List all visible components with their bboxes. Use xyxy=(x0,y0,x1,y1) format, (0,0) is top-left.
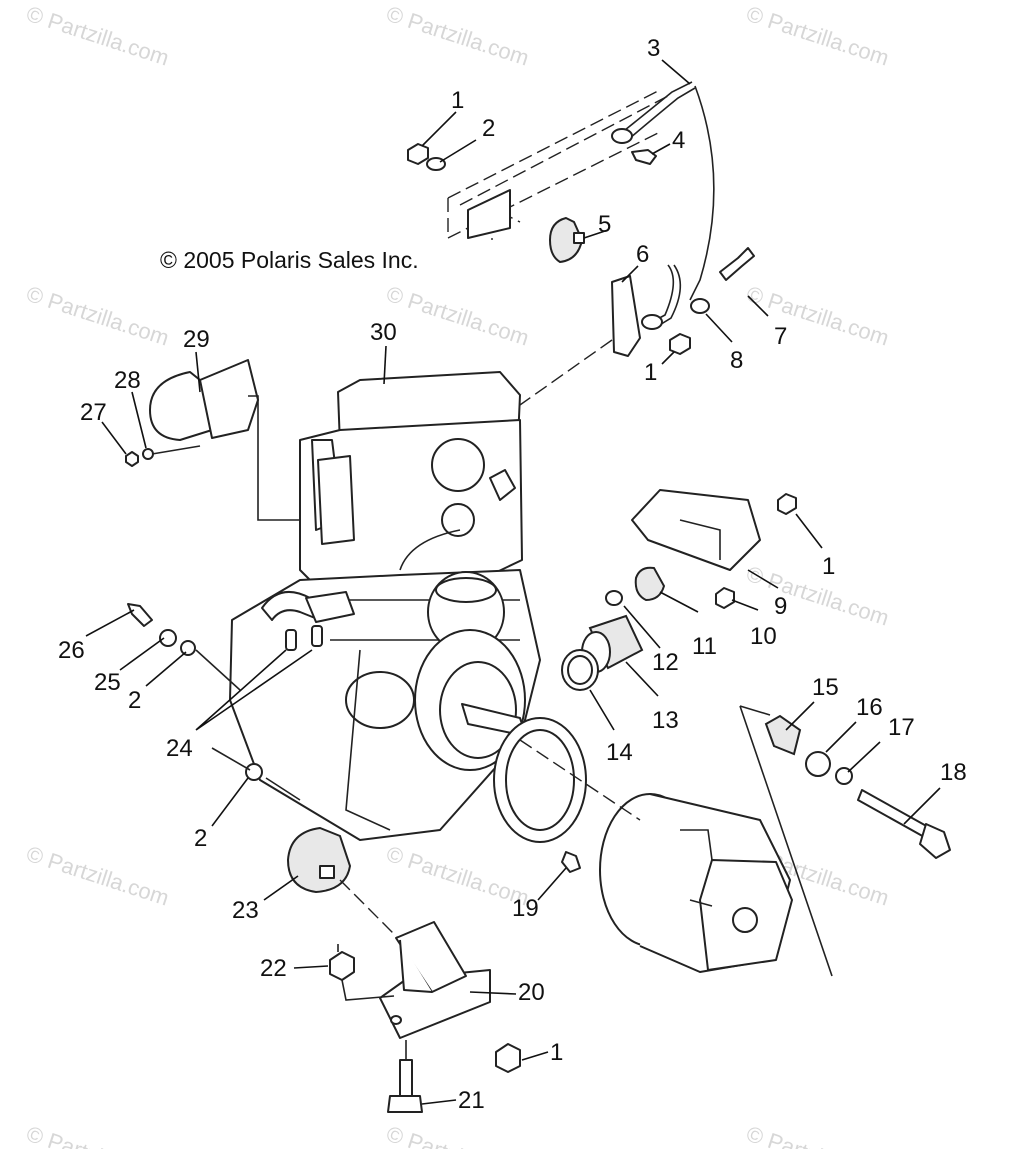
frame-rail-illustration xyxy=(447,89,669,240)
nut-10-shape xyxy=(715,587,735,609)
callout-4: 4 xyxy=(672,127,685,154)
nut-1-bottom-shape xyxy=(495,1043,521,1073)
gasket-ring-shape xyxy=(493,717,587,843)
right-bracket-illustration xyxy=(631,489,761,571)
mount-leader-line xyxy=(509,339,613,413)
nut-1-right-shape xyxy=(777,493,797,515)
callout-21: 21 xyxy=(458,1087,485,1114)
callout-30: 30 xyxy=(370,319,397,346)
callout-23: 23 xyxy=(232,897,259,924)
bolt-4-shape xyxy=(631,149,657,165)
callout-8: 8 xyxy=(730,347,743,374)
callout-2: 2 xyxy=(194,825,207,852)
rubber-mount-23-shape xyxy=(286,826,352,894)
nut-22-shape xyxy=(329,951,355,981)
callout-1: 1 xyxy=(550,1039,563,1066)
engine-block-illustration xyxy=(229,371,541,841)
watermark: © Partzilla.com xyxy=(743,1,892,71)
washer-guide-line xyxy=(211,747,301,801)
callout-17: 17 xyxy=(888,714,915,741)
washer-12-shape xyxy=(605,590,623,606)
callout-13: 13 xyxy=(652,707,679,734)
watermark: © Partzilla.com xyxy=(383,1,532,71)
thermostat-housing-illustration xyxy=(149,359,300,521)
callout-2: 2 xyxy=(128,687,141,714)
watermark: © Partzilla.com xyxy=(743,281,892,351)
mount-dash-line xyxy=(339,879,401,941)
watermark: © Partzilla.com xyxy=(23,1121,172,1149)
callout-15: 15 xyxy=(812,674,839,701)
callout-28: 28 xyxy=(114,367,141,394)
callout-1: 1 xyxy=(451,87,464,114)
watermark: © Partzilla.com xyxy=(743,1121,892,1149)
callout-10: 10 xyxy=(750,623,777,650)
washer-25-shape xyxy=(159,629,177,647)
bolt-26-shape xyxy=(127,603,153,627)
bracket-6-shape xyxy=(611,275,641,357)
callout-20: 20 xyxy=(518,979,545,1006)
watermark: © Partzilla.com xyxy=(23,281,172,351)
callout-12: 12 xyxy=(652,649,679,676)
bolt-7-shape xyxy=(719,247,755,281)
washer-16-shape xyxy=(805,751,831,777)
nut-27-shape xyxy=(125,451,139,467)
washer-8-shape xyxy=(690,298,710,314)
watermark: © Partzilla.com xyxy=(383,281,532,351)
ground-strap-illustration xyxy=(611,81,715,330)
copyright-text: © 2005 Polaris Sales Inc. xyxy=(160,247,419,273)
rubber-mount-5-shape xyxy=(548,216,585,264)
callout-19: 19 xyxy=(512,895,539,922)
callout-22: 22 xyxy=(260,955,287,982)
callout-1: 1 xyxy=(822,553,835,580)
callout-5: 5 xyxy=(598,211,611,238)
ground-wire-shape xyxy=(399,529,461,571)
callout-18: 18 xyxy=(940,759,967,786)
callout-leaders xyxy=(85,59,941,1105)
nut-washer-top xyxy=(407,143,446,171)
watermark: © Partzilla.com xyxy=(743,561,892,631)
nut-1-shape xyxy=(669,333,691,355)
callout-14: 14 xyxy=(606,739,633,766)
watermark: © Partzilla.com xyxy=(23,1,172,71)
rubber-mount-11-shape xyxy=(634,566,666,602)
callout-2: 2 xyxy=(482,115,495,142)
callout-1: 1 xyxy=(644,359,657,386)
clamp-14-shape xyxy=(561,649,599,691)
callout-26: 26 xyxy=(58,637,85,664)
mount-bracket-20-shape xyxy=(379,921,491,1039)
bolt-21-shape xyxy=(387,1059,423,1113)
callout-25: 25 xyxy=(94,669,121,696)
callout-numbers: 1 2 3 4 5 6 7 1 8 30 29 28 27 1 9 10 11 … xyxy=(58,35,967,1114)
callout-3: 3 xyxy=(647,35,660,62)
callout-6: 6 xyxy=(636,241,649,268)
nut-22-guide-line xyxy=(341,979,395,1001)
bolt-leader-line xyxy=(195,649,241,691)
bolt-18-shape xyxy=(857,789,951,859)
bolt-19-shape xyxy=(561,851,581,873)
callout-16: 16 xyxy=(856,694,883,721)
watermark: © Partzilla.com xyxy=(23,841,172,911)
washer-2-lower-shape xyxy=(245,763,263,781)
callout-9: 9 xyxy=(774,593,787,620)
washer-28-shape xyxy=(142,448,154,460)
callout-11: 11 xyxy=(692,633,717,660)
stud-line xyxy=(151,445,201,455)
watermark: © Partzilla.com xyxy=(383,841,532,911)
assembly-guide-lines xyxy=(739,705,833,977)
callout-24: 24 xyxy=(166,735,193,762)
callout-27: 27 xyxy=(80,399,107,426)
washer-2-left-shape xyxy=(180,640,196,656)
shaft-leader-line xyxy=(519,739,641,821)
clutch-illustration xyxy=(599,793,793,973)
callout-7: 7 xyxy=(774,323,787,350)
watermark: © Partzilla.com xyxy=(383,1121,532,1149)
callout-29: 29 xyxy=(183,326,210,353)
